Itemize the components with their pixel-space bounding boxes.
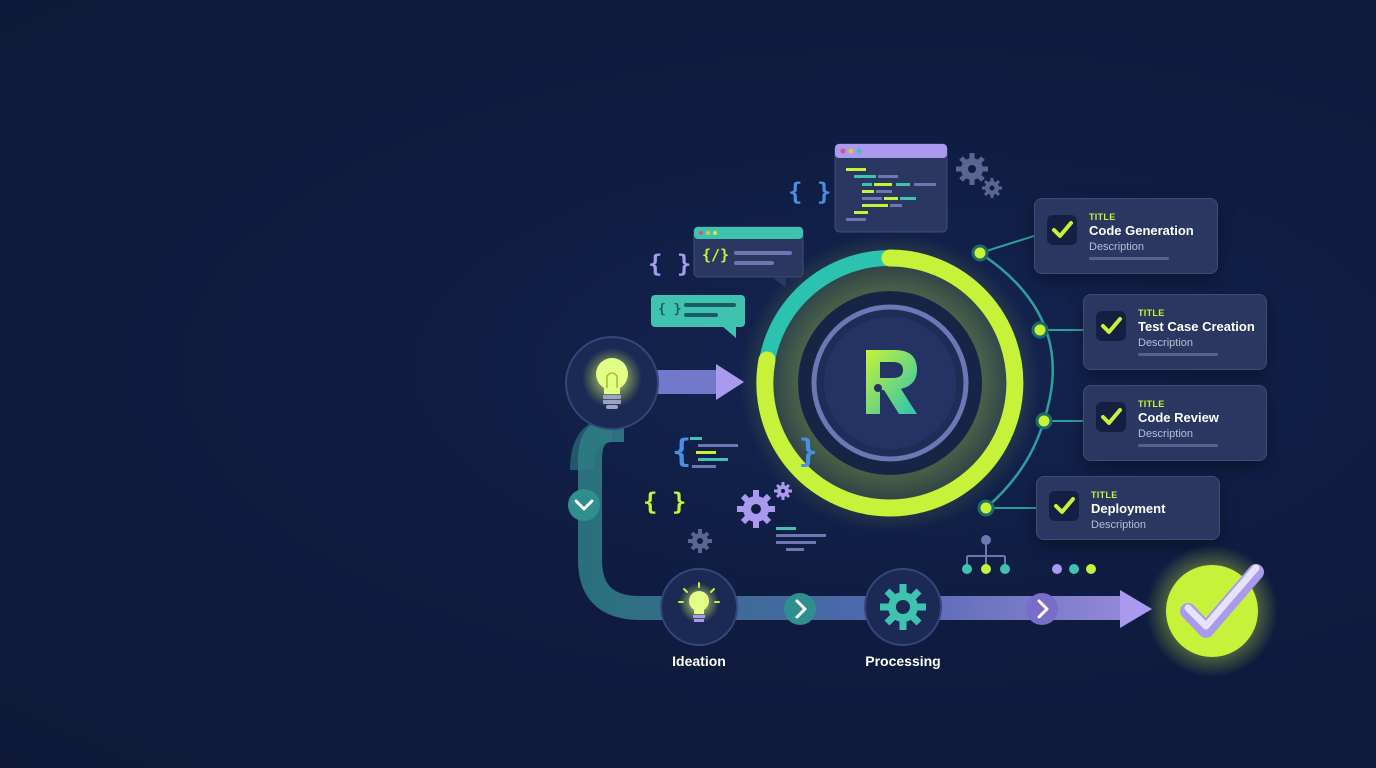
card-description: Description	[1091, 519, 1147, 531]
braces-chat-bubble-icon	[651, 295, 745, 338]
flow-arrowhead	[1120, 590, 1152, 628]
card-line	[1138, 353, 1218, 356]
card-description: Description	[1089, 241, 1145, 253]
code-window-icon	[834, 143, 948, 233]
code-chat-bubble-icon	[693, 226, 804, 288]
card-description: Description	[1138, 337, 1194, 349]
stage-label-ideation: Ideation	[672, 653, 726, 669]
card-title: Deployment	[1091, 501, 1166, 516]
task-card-code-review[interactable]: TITLE Code Review Description	[1083, 385, 1267, 461]
hub-ring-progress	[756, 249, 1024, 517]
card-title: Test Case Creation	[1138, 319, 1255, 334]
code-snippet-icon	[690, 437, 738, 468]
braces-glyph-2: { }	[648, 250, 692, 278]
task-card-test-case-creation[interactable]: TITLE Test Case Creation Description	[1083, 294, 1267, 370]
task-card-deployment[interactable]: TITLE Deployment Description	[1036, 476, 1220, 540]
braces-glyph-4: { }	[672, 432, 862, 470]
stage-label-processing: Processing	[865, 653, 941, 669]
braces-glyph-3: { }	[658, 302, 682, 317]
gears-icon-top	[956, 153, 1002, 198]
ideation-lightbulb-icon	[660, 568, 738, 646]
card-tag: TITLE	[1138, 308, 1165, 318]
card-line	[1138, 444, 1218, 447]
card-tag: TITLE	[1138, 399, 1165, 409]
checkbox-icon	[1049, 491, 1079, 521]
checkbox-icon	[1096, 402, 1126, 432]
hierarchy-icon	[962, 535, 1010, 574]
idea-arrow-shaft	[656, 370, 718, 394]
checkbox-icon	[1096, 311, 1126, 341]
ellipsis-icon	[1052, 564, 1096, 574]
connector-nodes	[971, 244, 1053, 517]
right-chevron-marker-2	[1026, 593, 1058, 625]
card-title: Code Generation	[1089, 223, 1194, 238]
r-logo	[866, 350, 917, 414]
task-card-code-generation[interactable]: TITLE Code Generation Description	[1034, 198, 1218, 274]
braces-glyph-4-text: { }	[672, 432, 862, 470]
code-tag-glyph: {/}	[702, 246, 730, 264]
braces-glyph-1: { }	[788, 178, 832, 206]
right-chevron-marker-1	[784, 593, 816, 625]
card-connector-arc	[979, 251, 1054, 509]
down-chevron-marker	[568, 489, 600, 521]
checkbox-icon	[1047, 215, 1077, 245]
card-line	[1089, 257, 1169, 260]
lightbulb-icon	[565, 336, 659, 430]
gears-icon-lower	[688, 482, 826, 553]
card-title: Code Review	[1138, 410, 1219, 425]
processing-gear-icon	[864, 568, 942, 646]
braces-glyph-5: { }	[643, 488, 687, 516]
card-tag: TITLE	[1089, 212, 1116, 222]
done-check-icon	[1146, 545, 1278, 677]
card-tag: TITLE	[1091, 490, 1118, 500]
idea-arrow-head	[716, 364, 744, 400]
card-description: Description	[1138, 428, 1194, 440]
